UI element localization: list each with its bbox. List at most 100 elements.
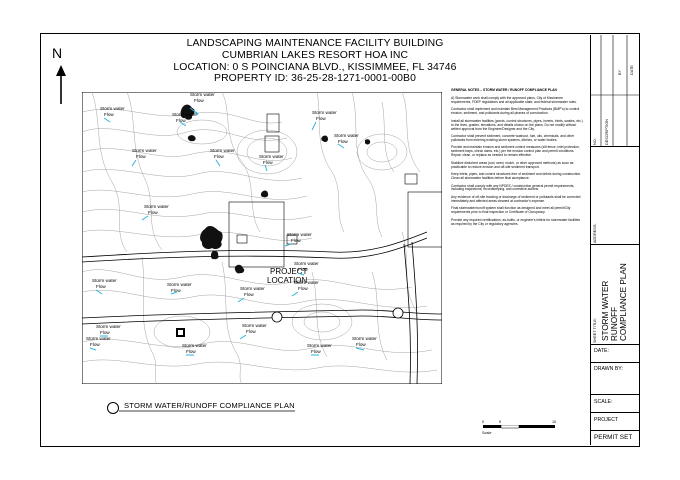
plan-marker-circle [107, 402, 119, 414]
drawn-by-box: DRAWN BY: [591, 363, 639, 395]
svg-text:Storm water: Storm water [240, 286, 265, 291]
note-item: Stabilize disturbed areas (sod, seed, mu… [451, 160, 574, 169]
svg-text:Flow: Flow [100, 330, 110, 335]
svg-text:Storm water: Storm water [167, 282, 192, 287]
svg-text:Storm water: Storm water [210, 148, 235, 153]
property-id: PROPERTY ID: 36-25-28-1271-0001-00B0 [214, 73, 416, 85]
note-item: A) Stormwater work shall comply with the… [451, 95, 577, 104]
svg-text:Storm water: Storm water [92, 278, 117, 283]
svg-text:Flow: Flow [186, 349, 196, 354]
svg-text:Storm water: Storm water [172, 112, 197, 117]
svg-text:Storm water: Storm water [287, 232, 312, 237]
vegetation-clusters [180, 104, 371, 274]
svg-text:Flow: Flow [298, 267, 308, 272]
flow-arrows [89, 107, 365, 356]
note-item: Contractor shall prevent sediment, concr… [451, 134, 575, 142]
title-block: NO. DESCRIPTION BY DATE ADDRESS: SHEET T… [590, 35, 639, 445]
note-item: Install all stormwater facilities (ponds… [451, 118, 583, 131]
scale-tick-10: 10 [552, 420, 557, 424]
sheet-title-label: SHEET TITLE: [593, 318, 597, 343]
svg-text:Flow: Flow [316, 116, 326, 121]
sheet-title-line-3: COMPLIANCE PLAN [619, 263, 629, 341]
plan-label-underline [119, 410, 295, 412]
scale-tick-0: 0 [482, 420, 485, 424]
address-label: ADDRESS: [593, 223, 597, 243]
svg-text:Storm water: Storm water [294, 280, 319, 285]
svg-text:Storm water: Storm water [294, 261, 319, 266]
svg-text:Storm water: Storm water [132, 148, 157, 153]
svg-text:Flow: Flow [96, 284, 106, 289]
project-location: LOCATION: 0 S POINCIANA BLVD., KISSIMMEE… [173, 61, 457, 73]
scale-label: Scale [482, 431, 492, 435]
svg-text:Storm water: Storm water [86, 336, 111, 341]
svg-text:Flow: Flow [214, 154, 224, 159]
road-lines [82, 231, 442, 384]
north-arrow-icon [56, 65, 66, 104]
svg-text:Flow: Flow [263, 160, 273, 165]
date-label: DATE: [594, 348, 609, 354]
scale-tick-5: 5 [499, 420, 502, 424]
svg-text:Storm water: Storm water [96, 324, 121, 329]
sheet-title-line-1: STORM WATER [601, 280, 610, 341]
svg-text:Flow: Flow [104, 112, 114, 117]
svg-text:Flow: Flow [136, 154, 146, 159]
svg-text:Flow: Flow [194, 98, 204, 103]
permit-set-box: PERMIT SET [591, 431, 639, 445]
svg-text:Flow: Flow [90, 342, 100, 347]
note-item: Keep inlets, pipes, and control structur… [451, 172, 582, 181]
revision-date-header: DATE [630, 65, 634, 75]
svg-text:LOCATION: LOCATION [267, 276, 308, 285]
svg-text:Storm water: Storm water [242, 323, 267, 328]
note-item: Provide any required certifications, as-… [451, 217, 581, 226]
project-label: PROJECT [594, 417, 619, 423]
plan-label: STORM WATER/RUNOFF COMPLIANCE PLAN [124, 401, 295, 410]
svg-text:Flow: Flow [244, 292, 254, 297]
project-location-label: PROJECT LOCATION [267, 267, 308, 285]
svg-text:Flow: Flow [356, 342, 366, 347]
owner-name: CUMBRIAN LAKES RESORT HOA INC [221, 49, 409, 61]
storm-flow-label-1: Storm water [190, 92, 215, 97]
svg-text:Storm water: Storm water [312, 110, 337, 115]
revision-by-header: BY [618, 69, 622, 75]
revision-no-header: NO. [593, 138, 597, 145]
drawing-title-block-header: LANDSCAPING MAINTENANCE FACILITY BUILDIN… [150, 38, 480, 85]
project-name: LANDSCAPING MAINTENANCE FACILITY BUILDIN… [186, 38, 444, 49]
svg-text:Storm water: Storm water [144, 204, 169, 209]
general-notes-title: GENERAL NOTES – STORM WATER / RUNOFF COM… [451, 88, 557, 92]
svg-text:Storm water: Storm water [182, 343, 207, 348]
sheet-title-line-2: RUNOFF [610, 306, 620, 341]
permit-set-label: PERMIT SET [594, 434, 633, 441]
note-item: Contractor shall implement and maintain … [451, 107, 580, 116]
svg-text:Storm water: Storm water [352, 336, 377, 341]
drawing-sheet-border [40, 33, 640, 447]
scale-box: SCALE: [591, 395, 639, 413]
project-box: PROJECT [591, 413, 639, 431]
svg-text:Storm water: Storm water [259, 154, 284, 159]
svg-text:Flow: Flow [311, 349, 321, 354]
svg-text:Flow: Flow [246, 329, 256, 334]
address-box: ADDRESS: [591, 147, 639, 245]
note-item: Contractor shall comply with any NPDES /… [451, 183, 575, 192]
scale-field-label: SCALE: [594, 399, 613, 405]
drawn-by-label: DRAWN BY: [594, 366, 623, 372]
svg-text:Flow: Flow [291, 238, 301, 243]
svg-text:Storm water: Storm water [334, 133, 359, 138]
date-box: DATE: [591, 345, 639, 363]
svg-text:Flow: Flow [148, 210, 158, 215]
svg-text:Storm water: Storm water [100, 106, 125, 111]
north-label: N [52, 45, 63, 61]
svg-text:Flow: Flow [176, 118, 186, 123]
revision-description-header: DESCRIPTION [605, 119, 609, 145]
note-item: Any evidence of off-site tracking or dis… [451, 194, 581, 203]
note-item: Provide and maintain erosion and sedimen… [451, 145, 580, 158]
general-notes: GENERAL NOTES – STORM WATER / RUNOFF COM… [451, 88, 583, 230]
sheet-title: STORM WATER RUNOFF COMPLIANCE PLAN [601, 263, 629, 341]
svg-text:Flow: Flow [171, 288, 181, 293]
note-item: Final stormwater/runoff system shall fun… [451, 206, 571, 215]
svg-text:Flow: Flow [338, 139, 348, 144]
svg-text:Storm water: Storm water [307, 343, 332, 348]
sheet-title-box: SHEET TITLE: STORM WATER RUNOFF COMPLIAN… [591, 245, 639, 345]
revision-table: NO. DESCRIPTION BY DATE [591, 35, 639, 147]
